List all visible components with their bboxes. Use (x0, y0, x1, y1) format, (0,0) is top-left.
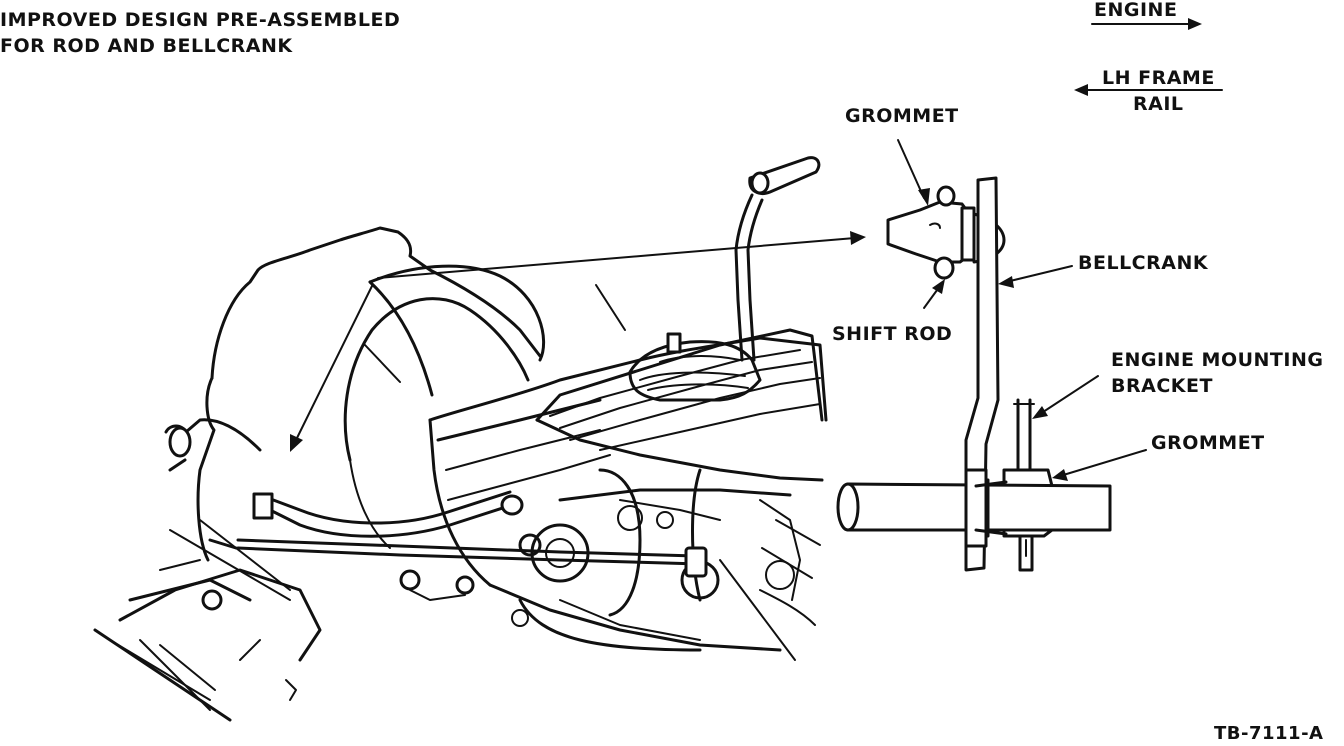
engine-mounting-label-line-1: ENGINE MOUNTING (1111, 349, 1324, 371)
engine-arrow (1091, 18, 1202, 30)
title-line-1: IMPROVED DESIGN PRE-ASSEMBLED (0, 9, 401, 31)
shift-linkage (208, 490, 708, 578)
lh-frame-rail-label-line-1: LH FRAME (1102, 67, 1215, 89)
grommet-bottom-label: GROMMET (1151, 432, 1265, 454)
detail-arrow (290, 231, 866, 452)
transmission-assembly (196, 156, 828, 661)
bellcrank-detail (836, 139, 1147, 572)
grommet-top-label: GROMMET (845, 105, 959, 127)
figure-id: TB-7111-A (1214, 723, 1324, 744)
lh-frame-arrow (1074, 84, 1223, 96)
bellcrank-label: BELLCRANK (1078, 252, 1209, 274)
mounting-bracket-left (93, 418, 322, 722)
engine-direction-label: ENGINE (1094, 0, 1178, 21)
title-line-2: FOR ROD AND BELLCRANK (0, 35, 293, 57)
shift-rod-label: SHIFT ROD (832, 323, 953, 345)
lh-frame-rail-label-line-2: RAIL (1133, 93, 1184, 115)
engine-mounting-label-line-2: BRACKET (1111, 375, 1213, 397)
